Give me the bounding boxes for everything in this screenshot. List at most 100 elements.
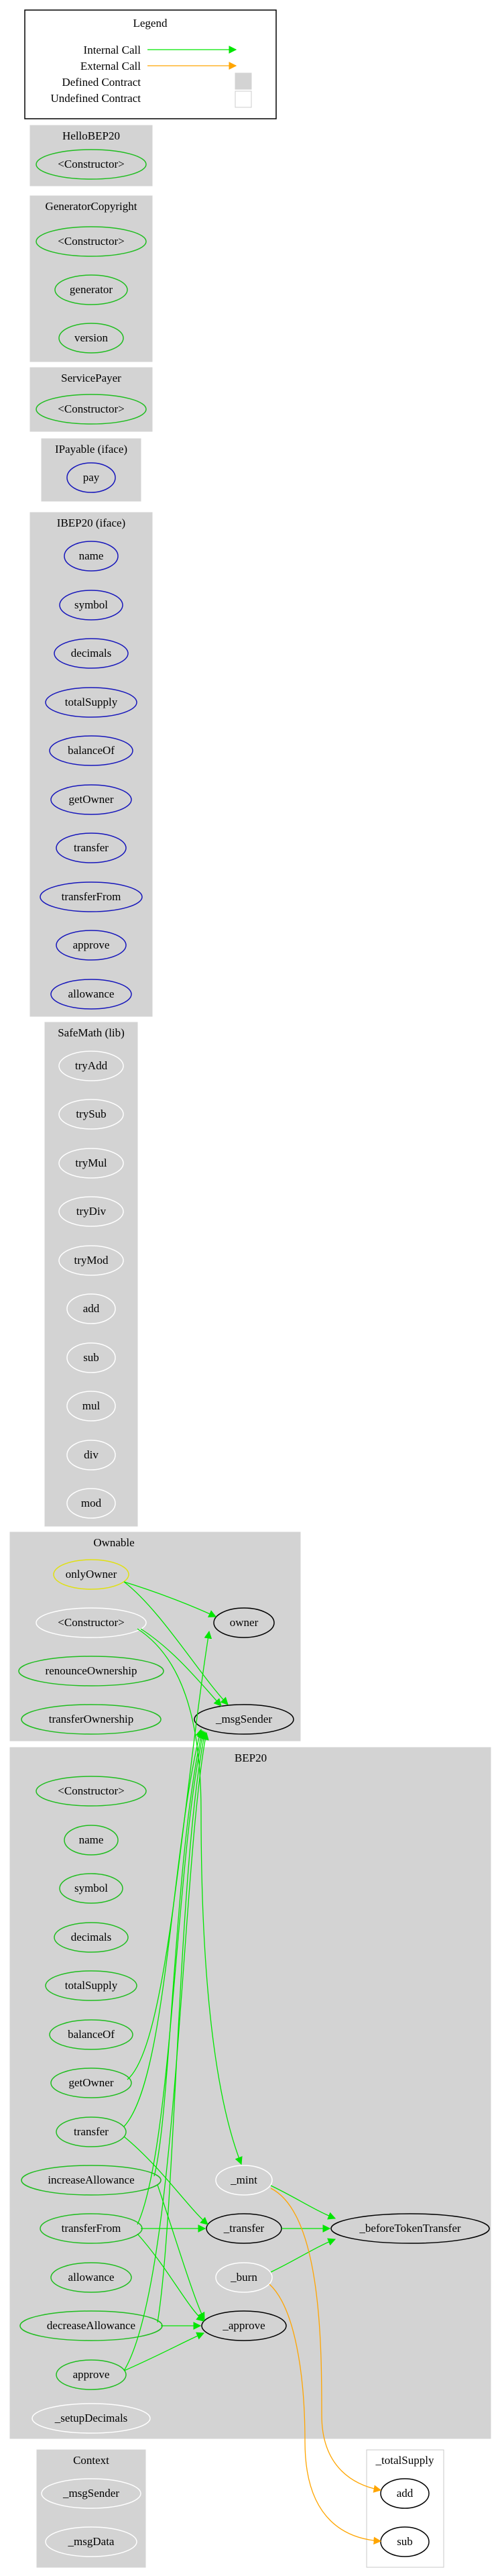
node-bep20-setupdecimals[interactable]: _setupDecimals bbox=[32, 2403, 151, 2434]
svg-text:mod: mod bbox=[81, 1497, 102, 1509]
node-bep20-increaseallowance[interactable]: increaseAllowance bbox=[21, 2165, 162, 2196]
node-servicepayer-constructor[interactable]: <Constructor> bbox=[36, 394, 147, 425]
svg-text:_approve: _approve bbox=[222, 2319, 265, 2332]
node-generatorcopyright-generator[interactable]: generator bbox=[54, 274, 128, 305]
svg-text:_msgSender: _msgSender bbox=[62, 2487, 119, 2500]
svg-text:tryMul: tryMul bbox=[75, 1157, 107, 1169]
node-safemath-div[interactable]: div bbox=[66, 1440, 116, 1470]
cluster-box bbox=[29, 125, 153, 186]
node-bep20-mint[interactable]: _mint bbox=[215, 2165, 273, 2196]
svg-text:_msgSender: _msgSender bbox=[215, 1713, 272, 1725]
node-bep20-approve[interactable]: approve bbox=[56, 2359, 127, 2390]
node-ownable-owner[interactable]: owner bbox=[213, 1607, 275, 1638]
node-bep20-constructor[interactable]: <Constructor> bbox=[36, 1776, 147, 1807]
node-totalsupply-add[interactable]: add bbox=[380, 2478, 430, 2509]
node-safemath-mod[interactable]: mod bbox=[66, 1488, 116, 1519]
edge-transfer-transfer-internal bbox=[123, 2136, 208, 2225]
node-safemath-tryadd[interactable]: tryAdd bbox=[58, 1051, 124, 1081]
svg-text:getOwner: getOwner bbox=[68, 2076, 113, 2089]
node-safemath-trymod[interactable]: tryMod bbox=[58, 1245, 124, 1276]
edge-increaseallowance-msgsender bbox=[153, 1729, 205, 2177]
svg-text:tryDiv: tryDiv bbox=[76, 1205, 107, 1218]
node-ibep20-approve[interactable]: approve bbox=[56, 930, 127, 961]
node-bep20-beforetokentransfer[interactable]: _beforeTokenTransfer bbox=[330, 2213, 490, 2244]
node-bep20-totalsupply[interactable]: totalSupply bbox=[45, 1970, 137, 2001]
svg-text:decimals: decimals bbox=[71, 647, 111, 659]
node-safemath-trydiv[interactable]: tryDiv bbox=[58, 1196, 124, 1227]
node-hellobep20-constructor[interactable]: <Constructor> bbox=[36, 149, 147, 180]
cluster-ipayable: IPayable (iface) pay bbox=[41, 438, 141, 502]
cluster-bep20: BEP20 <Constructor> name symbol decimals… bbox=[9, 1747, 491, 2439]
node-ibep20-symbol[interactable]: symbol bbox=[59, 590, 123, 621]
legend: Legend Internal Call External Call Defin… bbox=[24, 9, 277, 119]
node-safemath-trysub[interactable]: trySub bbox=[58, 1099, 124, 1130]
svg-text:version: version bbox=[74, 331, 109, 344]
node-bep20-getowner[interactable]: getOwner bbox=[50, 2068, 132, 2098]
node-ibep20-transferfrom[interactable]: transferFrom bbox=[40, 881, 143, 912]
node-generatorcopyright-constructor[interactable]: <Constructor> bbox=[36, 226, 147, 257]
svg-text:<Constructor>: <Constructor> bbox=[58, 1784, 124, 1797]
svg-text:renounceOwnership: renounceOwnership bbox=[46, 1664, 137, 1677]
node-bep20-balanceof[interactable]: balanceOf bbox=[49, 2019, 133, 2050]
cluster-title: IBEP20 (iface) bbox=[57, 517, 125, 529]
legend-defined-contract-label: Defined Contract bbox=[62, 76, 141, 89]
legend-undefined-contract-swatch bbox=[235, 91, 252, 108]
edge-onlyowner-msgsender bbox=[123, 1581, 229, 1705]
svg-text:decimals: decimals bbox=[71, 1931, 111, 1943]
node-generatorcopyright-version[interactable]: version bbox=[58, 323, 124, 354]
cluster-box bbox=[41, 438, 141, 502]
svg-text:_transfer: _transfer bbox=[223, 2222, 265, 2235]
node-context-msgsender[interactable]: _msgSender bbox=[41, 2478, 141, 2509]
edge-approve-msgsender bbox=[123, 1731, 209, 2371]
edge-transferfrom-approve-internal bbox=[137, 2233, 204, 2322]
svg-text:tryMod: tryMod bbox=[74, 1254, 109, 1267]
node-bep20-allowance[interactable]: allowance bbox=[50, 2262, 132, 2293]
node-ibep20-allowance[interactable]: allowance bbox=[50, 979, 132, 1010]
svg-text:totalSupply: totalSupply bbox=[65, 696, 118, 708]
node-ibep20-transfer[interactable]: transfer bbox=[56, 833, 127, 863]
node-ownable-renounceownership[interactable]: renounceOwnership bbox=[18, 1656, 164, 1686]
node-ipayable-pay[interactable]: pay bbox=[66, 462, 116, 493]
node-bep20-symbol[interactable]: symbol bbox=[59, 1873, 123, 1904]
cluster-context: Context _msgSender _msgData bbox=[36, 2449, 146, 2568]
svg-text:balanceOf: balanceOf bbox=[68, 2028, 115, 2041]
node-bep20-transfer[interactable]: transfer bbox=[56, 2116, 127, 2147]
node-bep20-approve-internal[interactable]: _approve bbox=[201, 2310, 287, 2341]
node-ibep20-getowner[interactable]: getOwner bbox=[50, 784, 132, 815]
svg-text:totalSupply: totalSupply bbox=[65, 1979, 118, 1992]
edge-transferfrom-msgsender bbox=[137, 1730, 206, 2225]
node-ibep20-name[interactable]: name bbox=[64, 541, 119, 572]
svg-text:transferFrom: transferFrom bbox=[62, 890, 121, 903]
cluster-box bbox=[29, 195, 153, 362]
node-context-msgdata[interactable]: _msgData bbox=[45, 2526, 137, 2557]
cluster-title: Context bbox=[73, 2454, 109, 2467]
svg-text:owner: owner bbox=[230, 1616, 259, 1629]
node-ownable-msgsender[interactable]: _msgSender bbox=[194, 1704, 294, 1735]
node-ownable-transferownership[interactable]: transferOwnership bbox=[21, 1704, 162, 1735]
svg-text:transfer: transfer bbox=[74, 841, 109, 854]
edge-burn-beforetokentransfer bbox=[270, 2238, 336, 2273]
cluster-ownable: Ownable onlyOwner <Constructor> renounce… bbox=[9, 1532, 301, 1741]
node-ibep20-totalsupply[interactable]: totalSupply bbox=[45, 687, 137, 718]
node-safemath-mul[interactable]: mul bbox=[66, 1391, 116, 1421]
legend-undefined-contract-label: Undefined Contract bbox=[50, 92, 141, 105]
svg-text:name: name bbox=[79, 1833, 104, 1846]
node-safemath-add[interactable]: add bbox=[66, 1293, 116, 1324]
node-safemath-sub[interactable]: sub bbox=[66, 1342, 116, 1373]
svg-text:add: add bbox=[397, 2487, 414, 2500]
node-ibep20-decimals[interactable]: decimals bbox=[54, 638, 129, 669]
node-ownable-constructor[interactable]: <Constructor> bbox=[36, 1607, 147, 1638]
cluster-totalsupply: _totalSupply add sub bbox=[366, 2449, 444, 2568]
node-bep20-decimals[interactable]: decimals bbox=[54, 1922, 129, 1953]
svg-text:_msgData: _msgData bbox=[68, 2535, 115, 2548]
node-bep20-burn[interactable]: _burn bbox=[215, 2262, 273, 2293]
edge-transfer-msgsender bbox=[123, 1728, 203, 2127]
edge-mint-totalsupply-add bbox=[270, 2188, 382, 2493]
node-bep20-name[interactable]: name bbox=[64, 1825, 119, 1856]
edge-decreaseallowance-msgsender bbox=[157, 1731, 208, 2323]
node-ownable-onlyowner[interactable]: onlyOwner bbox=[53, 1559, 129, 1590]
node-safemath-trymul[interactable]: tryMul bbox=[58, 1148, 124, 1179]
node-ibep20-balanceof[interactable]: balanceOf bbox=[49, 735, 133, 766]
svg-text:transferOwnership: transferOwnership bbox=[49, 1713, 134, 1725]
